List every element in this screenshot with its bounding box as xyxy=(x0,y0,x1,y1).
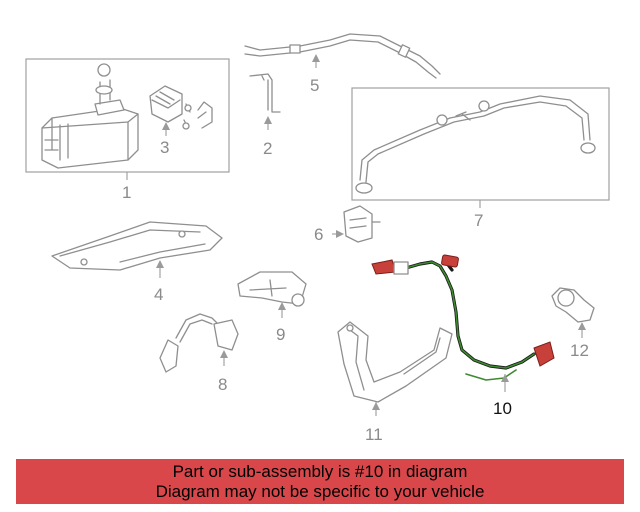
callout-5[interactable]: 5 xyxy=(310,76,319,95)
part-1-canister-group[interactable]: 3 1 xyxy=(25,58,230,202)
notice-banner: Part or sub-assembly is #10 in diagram D… xyxy=(16,459,624,504)
callout-11[interactable]: 11 xyxy=(365,425,383,444)
callout-1[interactable]: 1 xyxy=(122,183,131,202)
parts-diagram: 3 1 2 5 7 6 xyxy=(25,33,610,444)
part-8-sensor[interactable]: 8 xyxy=(159,313,239,394)
part-6-valve[interactable]: 6 xyxy=(314,205,381,244)
part-7-pipe-group[interactable]: 7 xyxy=(351,87,610,230)
callout-7[interactable]: 7 xyxy=(474,211,483,230)
part-10-sensor-harness[interactable]: 10 xyxy=(371,254,555,418)
part-9-bracket[interactable]: 9 xyxy=(237,271,307,344)
part-4-shield[interactable]: 4 xyxy=(51,221,223,304)
part-2-bracket[interactable]: 2 xyxy=(249,73,281,158)
banner-line-1: Part or sub-assembly is #10 in diagram xyxy=(172,462,468,481)
banner-line-2: Diagram may not be specific to your vehi… xyxy=(155,482,485,501)
callout-3[interactable]: 3 xyxy=(160,138,169,157)
part-11-bracket[interactable]: 11 xyxy=(337,321,453,444)
callout-6[interactable]: 6 xyxy=(314,225,323,244)
callout-4[interactable]: 4 xyxy=(154,285,163,304)
part-5-hose[interactable]: 5 xyxy=(244,33,441,95)
callout-8[interactable]: 8 xyxy=(218,375,227,394)
callout-9[interactable]: 9 xyxy=(276,325,285,344)
callout-2[interactable]: 2 xyxy=(263,139,272,158)
callout-12[interactable]: 12 xyxy=(570,341,589,360)
callout-10[interactable]: 10 xyxy=(493,399,512,418)
part-12-knock-sensor[interactable]: 12 xyxy=(551,287,595,360)
